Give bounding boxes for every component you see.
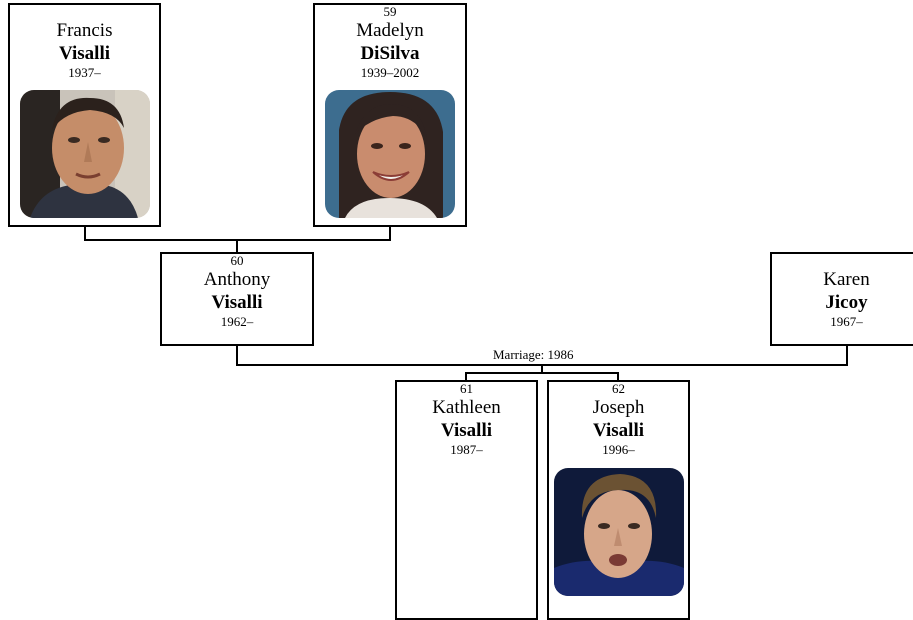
given-name: Francis xyxy=(56,20,113,41)
person-card-kathleen[interactable]: 61 Kathleen Visalli 1987– xyxy=(395,380,538,620)
person-card-francis[interactable]: Francis Visalli 1937– xyxy=(8,3,161,227)
person-number xyxy=(772,254,913,268)
surname: Visalli xyxy=(440,420,493,441)
person-card-karen[interactable]: Karen Jicoy 1967– xyxy=(770,252,913,346)
person-number xyxy=(10,5,159,19)
life-dates: 1967– xyxy=(830,314,863,329)
surname: Visalli xyxy=(211,292,263,313)
portrait-photo-madelyn xyxy=(325,90,455,218)
person-number: 61 xyxy=(460,381,473,396)
surname: Jicoy xyxy=(825,292,868,313)
family-tree-connectors xyxy=(84,226,848,380)
given-name: Karen xyxy=(823,269,870,290)
portrait-photo-joseph xyxy=(554,468,684,596)
given-name: Joseph xyxy=(592,397,645,418)
person-card-joseph[interactable]: 62 Joseph Visalli 1996– xyxy=(547,380,690,620)
person-number: 60 xyxy=(230,253,244,268)
given-name: Madelyn xyxy=(356,20,424,41)
portrait-photo-francis xyxy=(20,90,150,218)
surname: Visalli xyxy=(58,43,111,64)
person-card-anthony[interactable]: 60 Anthony Visalli 1962– xyxy=(160,252,314,346)
surname: Visalli xyxy=(592,420,645,441)
life-dates: 1939–2002 xyxy=(360,65,420,80)
surname: DiSilva xyxy=(360,43,420,64)
given-name: Anthony xyxy=(203,269,271,290)
person-number: 59 xyxy=(383,4,397,19)
marriage-label: Marriage: 1986 xyxy=(492,347,575,362)
person-card-madelyn[interactable]: 59 Madelyn DiSilva 1939–2002 xyxy=(313,3,467,227)
life-dates: 1996– xyxy=(602,442,635,457)
life-dates: 1937– xyxy=(68,65,101,80)
person-number: 62 xyxy=(612,381,625,396)
given-name: Kathleen xyxy=(432,397,501,418)
life-dates: 1987– xyxy=(450,442,483,457)
life-dates: 1962– xyxy=(220,314,254,329)
